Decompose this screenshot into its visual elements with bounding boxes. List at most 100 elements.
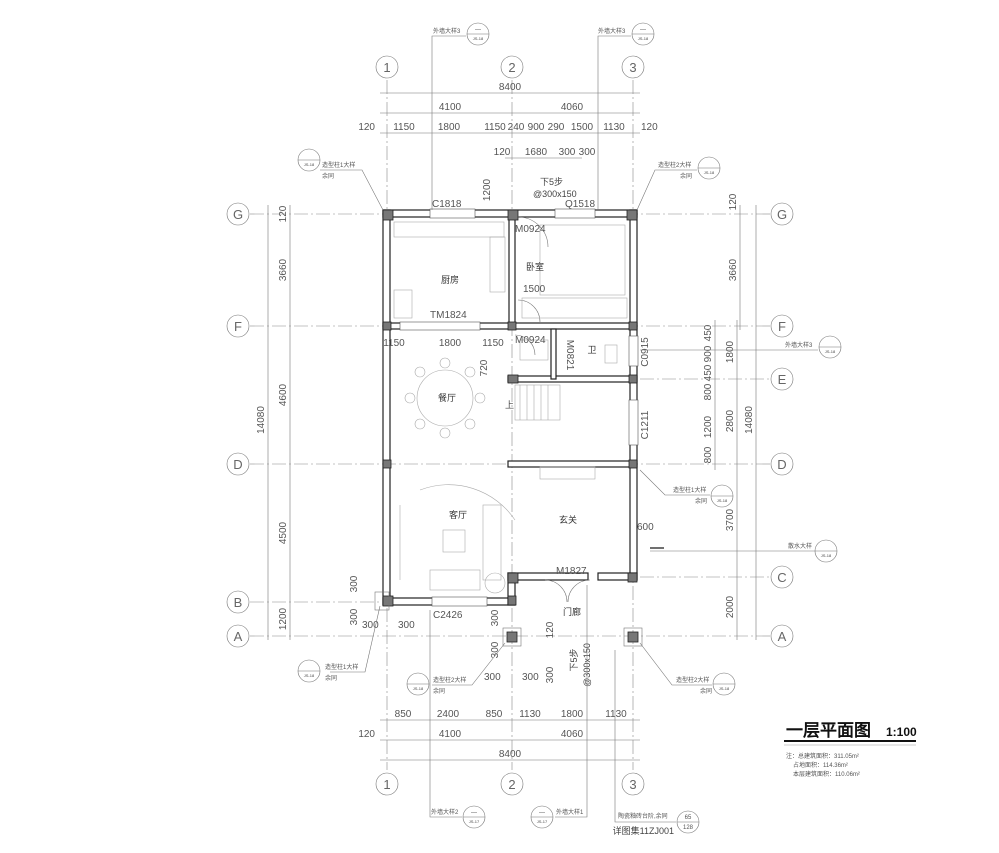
drawing-text: — [471, 810, 477, 816]
drawing-text: JS-18 [717, 498, 728, 503]
drawing-text: 4100 [439, 102, 462, 113]
drawing-text: 450 [703, 324, 714, 341]
callout-col1-top: 造型柱1大样 余同 JS-18 [297, 148, 384, 211]
room-dining: 餐厅 [438, 392, 456, 403]
drawing-line [507, 460, 638, 468]
drawing-text: 65 [685, 815, 692, 821]
drawing-text: C1818 [432, 199, 462, 210]
drawing-text: 300 [398, 620, 415, 631]
callout-col2-bottom-left: 造型柱2大样 余同 JS-18 [406, 642, 506, 696]
drawing-text: F [234, 319, 242, 334]
drawing-text: 余同 [322, 172, 334, 180]
drawing-text: 外墙大样3 [598, 27, 626, 35]
callout-col2-bottom-right: 造型柱2大样 余同 JS-18 [639, 642, 736, 696]
drawing-text: JS-17 [537, 819, 548, 824]
drawing-text: 2 [508, 60, 515, 75]
drawing-line [519, 339, 549, 361]
drawing-text: 1680 [525, 147, 548, 158]
drawing-line [374, 591, 390, 611]
axis-bubble-2-bottom: 2 [500, 772, 524, 796]
callout-wall1: 外墙大样1 — JS-17 [530, 585, 588, 829]
drawing-text: — [475, 27, 481, 33]
drawing-line [623, 627, 643, 647]
walls [374, 208, 643, 647]
drawing-line [626, 209, 638, 221]
drawing-text: A [234, 629, 243, 644]
drawing-text: 850 [486, 709, 503, 720]
drawing-text: 120 [545, 621, 556, 638]
drawing-text: 1130 [603, 122, 625, 133]
drawing-line [770, 565, 794, 589]
drawing-text: 300 [362, 620, 379, 631]
drawing-line [429, 569, 481, 591]
drawing-title: 一层平面图 [786, 721, 871, 740]
drawing-text: JS-18 [704, 170, 715, 175]
callout-col2-top: 造型柱2大样 余同 JS-18 [636, 156, 721, 211]
drawing-text: 120 [641, 122, 658, 133]
title-block: 一层平面图 1:100 注：总建筑面积：311.05m² 占地面积：114.36… [784, 721, 917, 778]
drawing-line [500, 55, 524, 79]
drawing-text: 散水大样 [788, 542, 812, 550]
axis-bubble-E-right: E [770, 367, 794, 391]
drawing-text: 余同 [700, 687, 712, 695]
drawing-text: 300 [522, 672, 539, 683]
drawing-line [507, 209, 519, 221]
drawing-text: 1 [383, 777, 390, 792]
drawing-text: M1827 [556, 566, 587, 577]
drawing-line [621, 55, 645, 79]
drawing-line [432, 642, 506, 686]
drawing-text: 300 [490, 609, 501, 626]
drawing-line [636, 169, 697, 211]
top-dimensions: 8400 4100 4060 120 120 1150 1800 1150 24… [358, 82, 658, 201]
bed [539, 224, 626, 296]
drawing-text: M0821 [564, 340, 575, 371]
drawing-line [507, 374, 519, 384]
drawing-text: 1150 [482, 338, 504, 349]
drawing-text: 300 [490, 641, 501, 658]
drawing-text: 造型柱1大样 [673, 486, 706, 494]
drawing-line [507, 375, 638, 383]
drawing-text: 4500 [278, 521, 289, 544]
note-site-area: 占地面积：114.36m² [793, 761, 848, 769]
drawing-line [439, 357, 451, 369]
callout-col1-bottom: 造型柱1大样 余同 JS-18 [297, 605, 381, 683]
drawing-text: 造型柱1大样 [322, 161, 355, 169]
dining-table [416, 369, 474, 427]
drawing-text: 外墙大样3 [433, 27, 461, 35]
drawing-text: @300x150 [533, 189, 577, 199]
drawing-line [399, 321, 481, 331]
drawing-line [439, 427, 451, 439]
drawing-text: 1200 [482, 178, 493, 201]
callout-wall3-left: 外墙大样3 — JS-18 [431, 22, 490, 210]
drawing-text: D [233, 457, 242, 472]
drawing-text: 120 [358, 122, 375, 133]
drawing-line [393, 221, 505, 238]
drawing-text: 800 [703, 383, 714, 400]
drawing-text: 1800 [439, 338, 462, 349]
bottom-dimensions: 850 2400 850 1130 1800 1130 4100 4060 12… [358, 709, 640, 761]
drawing-text: 120 [278, 205, 289, 222]
drawing-text: 3660 [728, 258, 739, 281]
drawing-text: M0924 [515, 335, 546, 346]
drawing-line [414, 418, 426, 430]
axis-bubble-3-bottom: 3 [621, 772, 645, 796]
drawing-text: 余同 [433, 687, 445, 695]
drawing-text: 128 [683, 825, 694, 831]
drawing-line [629, 209, 638, 581]
drawing-line [464, 366, 476, 378]
drawing-text: 造型柱2大样 [658, 161, 691, 169]
axis-bubble-G-left: G [226, 202, 250, 226]
drawing-text: JS-18 [304, 162, 315, 167]
drawing-line [482, 504, 502, 581]
drawing-line [382, 595, 394, 607]
axis-bubble-A-left: A [226, 624, 250, 648]
axis-bubble-F-left: F [226, 314, 250, 338]
drawing-text: M0924 [515, 224, 546, 235]
drawing-text: TM1824 [430, 310, 467, 321]
drawing-text: JS-18 [719, 686, 730, 691]
drawing-text: 290 [548, 122, 565, 133]
drawing-text: 450 [703, 364, 714, 381]
drawing-line [429, 610, 462, 818]
